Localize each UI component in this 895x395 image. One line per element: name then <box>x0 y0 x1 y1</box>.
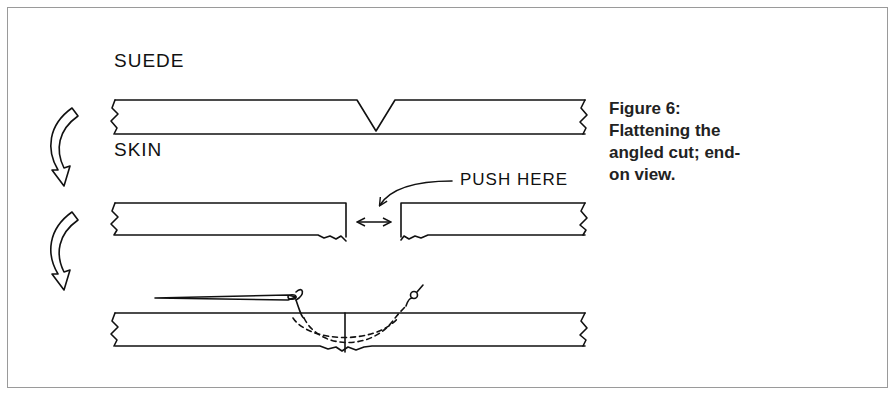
leather-strip-cut <box>111 100 587 134</box>
leather-strip-opened <box>111 203 587 241</box>
leather-strip-stitched <box>111 313 587 352</box>
layer-label: SKIN <box>114 139 162 161</box>
step-arrow <box>51 108 78 186</box>
frame <box>8 8 888 388</box>
push-arrow <box>358 221 390 223</box>
leader-line <box>380 181 452 205</box>
needle-and-thread <box>155 285 423 343</box>
layer-label: SUEDE <box>114 50 184 72</box>
callout-label: PUSH HERE <box>460 170 568 190</box>
step-arrow <box>51 212 78 290</box>
figure-caption: Figure 6: Flattening the angled cut; end… <box>609 98 749 186</box>
